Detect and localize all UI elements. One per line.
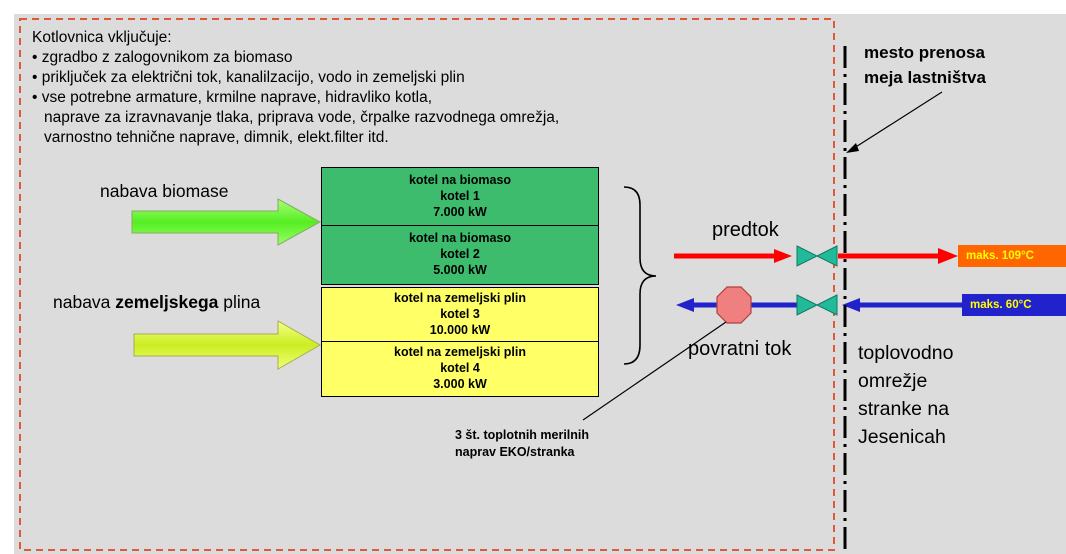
gas-supply-arrow xyxy=(133,320,322,370)
max-supply-temp-badge: maks. 109°C xyxy=(958,245,1066,267)
transfer-point-label: mesto prenosa meja lastništva xyxy=(864,40,986,90)
intro-bullet: • zgradbo z zalogovnikom za biomaso xyxy=(32,49,293,66)
intro-bullet: • vse potrebne armature, krmilne naprave… xyxy=(32,89,433,106)
gas-supply-label: nabava zemeljskega plina xyxy=(53,289,260,315)
boiler-power: 3.000 kW xyxy=(433,377,487,391)
biomass-supply-label: nabava biomase xyxy=(100,181,229,201)
gas-supply-label-suffix: plina xyxy=(218,292,261,312)
boiler-name: kotel 2 xyxy=(440,247,480,261)
return-arrowhead-right xyxy=(842,298,860,312)
supply-flow-label: predtok xyxy=(712,219,779,241)
gas-supply-label-prefix: nabava xyxy=(53,292,116,312)
boiler-box: kotel na biomaso kotel 2 5.000 kW xyxy=(321,225,599,285)
boiler-box: kotel na zemeljski plin kotel 3 10.000 k… xyxy=(321,287,599,342)
return-flow-label: povratni tok xyxy=(688,338,792,360)
boiler-power: 5.000 kW xyxy=(433,263,487,277)
intro-heading: Kotlovnica vključuje: xyxy=(32,29,172,46)
boiler-type: kotel na zemeljski plin xyxy=(394,345,526,359)
gas-supply-label-bold: zemeljskega xyxy=(115,292,219,312)
boiler-type: kotel na biomaso xyxy=(408,173,512,187)
boiler-group-brace xyxy=(623,186,657,365)
network-line: omrežje xyxy=(858,370,928,392)
boiler-power: 7.000 kW xyxy=(433,205,487,219)
meters-note: 3 št. toplotnih merilnih naprav EKO/stra… xyxy=(455,427,589,461)
supply-valve-icon xyxy=(796,245,819,267)
boiler-power: 10.000 kW xyxy=(429,323,491,337)
plant-boundary xyxy=(19,18,835,551)
meters-note-line: naprav EKO/stranka xyxy=(455,445,575,459)
return-valve-icon xyxy=(796,294,819,316)
supply-arrowhead-right xyxy=(938,248,958,264)
boiler-name: kotel 3 xyxy=(440,307,480,321)
network-line: stranke na xyxy=(858,398,950,420)
boundary-pointer-head xyxy=(846,143,859,153)
network-line: toplovodno xyxy=(858,342,954,364)
heat-meter-icon xyxy=(716,286,752,324)
boiler-name: kotel 1 xyxy=(440,189,480,203)
supply-valve-icon-b xyxy=(815,245,838,267)
intro-continuation: varnostno tehnične naprave, dimnik, elek… xyxy=(44,129,389,146)
network-line: Jesenicah xyxy=(858,426,946,448)
max-return-temp-badge: maks. 60°C xyxy=(962,294,1066,316)
return-arrowhead-left xyxy=(676,298,694,312)
boundary-pointer xyxy=(850,91,943,151)
boiler-box: kotel na zemeljski plin kotel 4 3.000 kW xyxy=(321,341,599,397)
boiler-type: kotel na zemeljski plin xyxy=(394,291,526,305)
meter-pointer xyxy=(582,321,727,421)
boiler-name: kotel 4 xyxy=(440,361,480,375)
biomass-supply-arrow xyxy=(131,198,322,246)
intro-bullet: • priključek za električni tok, kanalilz… xyxy=(32,69,465,86)
transfer-point-line: mesto prenosa xyxy=(864,43,985,62)
supply-arrowhead-left xyxy=(774,249,792,263)
boiler-type: kotel na biomaso xyxy=(408,231,512,245)
intro-continuation: naprave za izravnavanje tlaka, priprava … xyxy=(44,109,560,126)
boiler-box: kotel na biomaso kotel 1 7.000 kW xyxy=(321,167,599,226)
meters-note-line: 3 št. toplotnih merilnih xyxy=(455,428,590,442)
return-valve-icon-b xyxy=(815,294,838,316)
transfer-point-line: meja lastništva xyxy=(864,68,986,87)
network-label: toplovodno omrežje stranke na Jesenicah xyxy=(858,339,953,451)
